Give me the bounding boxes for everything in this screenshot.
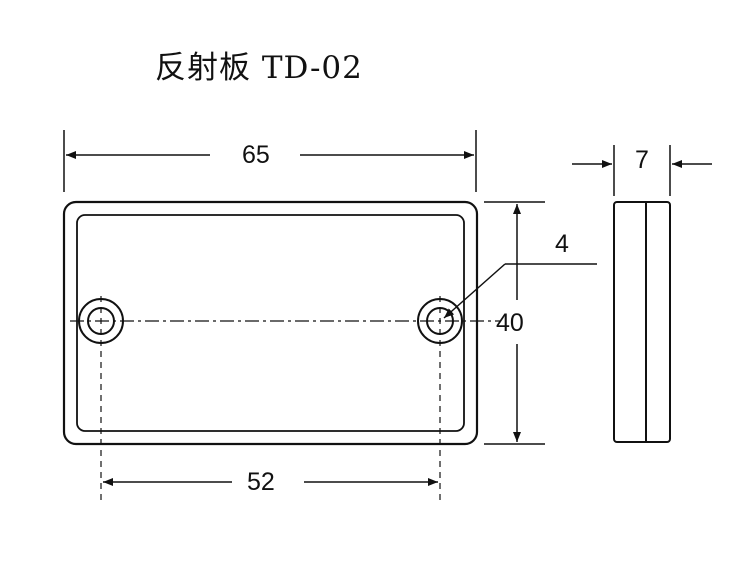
plate-outer-outline [64,202,477,444]
leader-diagonal [444,264,505,318]
hole-diameter-leader [444,264,597,318]
side-view [614,202,670,442]
width-label: 65 [242,141,270,169]
height-label: 40 [496,309,524,337]
front-view [64,202,500,505]
height-dimension [484,202,545,444]
hole-spacing-label: 52 [247,468,275,496]
side-view-outline [614,202,670,442]
drawing-title: 反射板 TD-02 [155,50,363,86]
thickness-label: 7 [635,146,649,174]
hole-diameter-label: 4 [555,230,569,258]
plate-inner-outline [77,215,464,431]
width-dimension [64,130,476,192]
thickness-dimension [572,145,712,196]
